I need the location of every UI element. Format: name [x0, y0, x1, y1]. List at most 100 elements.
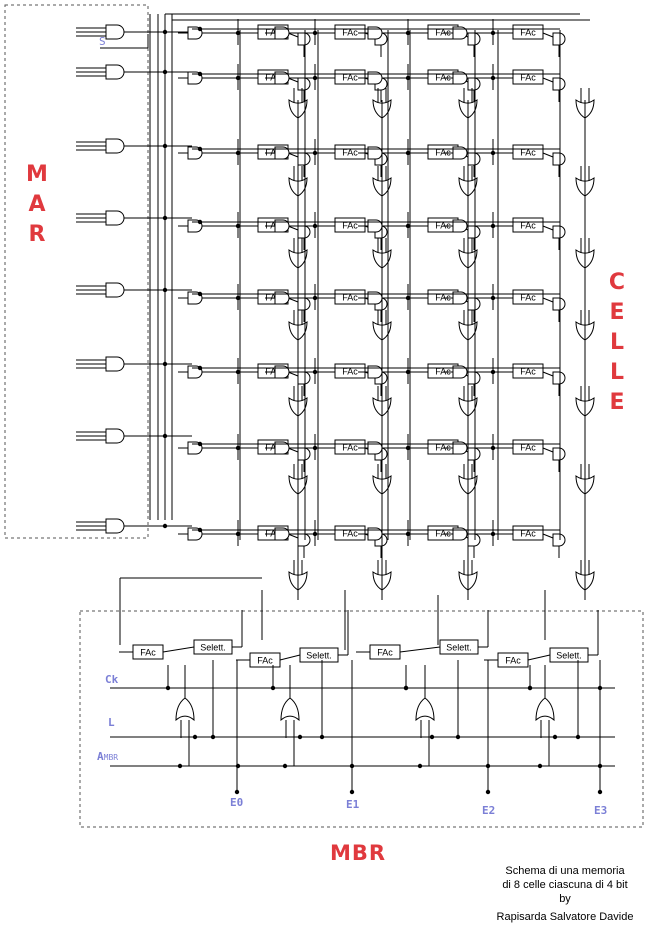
- cell-output-and-gate: [552, 371, 566, 385]
- cell-and-gate: [274, 219, 290, 233]
- cell-and-gate: [274, 365, 290, 379]
- cell-and-gate: [274, 26, 290, 40]
- junction-dot: [162, 361, 168, 367]
- cell-and-gate: [452, 365, 468, 379]
- junction-dot: [312, 531, 318, 537]
- junction-dot: [197, 146, 203, 152]
- junction-dot: [597, 763, 603, 769]
- mbr-label-text: MBR: [330, 841, 387, 865]
- junction-dot: [312, 75, 318, 81]
- junction-dot: [235, 531, 241, 537]
- mbr-fac-cell: FAc: [369, 644, 401, 660]
- cell-and-gate: [452, 291, 468, 305]
- junction-dot: [235, 763, 241, 769]
- cell-and-gate: [452, 441, 468, 455]
- mar-decoder-and-gate: [105, 24, 125, 40]
- fac-cell: FAc: [512, 363, 544, 379]
- e0-output-label: E0: [230, 796, 244, 809]
- mar-dashed-outline: [4, 4, 149, 539]
- fac-cell: FAc: [334, 24, 366, 40]
- cell-output-and-gate: [552, 77, 566, 91]
- mbr-selector-label: Selett.: [306, 651, 332, 661]
- junction-dot: [312, 369, 318, 375]
- fac-cell-label: FAc: [342, 293, 358, 303]
- junction-dot: [403, 685, 409, 691]
- cell-output-and-gate: [297, 32, 311, 46]
- junction-dot: [162, 69, 168, 75]
- wire: [287, 297, 299, 303]
- cell-and-gate: [274, 71, 290, 85]
- fac-cell-label: FAc: [342, 148, 358, 158]
- wire: [542, 371, 554, 377]
- junction-dot: [349, 763, 355, 769]
- wire: [542, 225, 554, 231]
- junction-dot: [490, 295, 496, 301]
- fac-cell: FAc: [334, 144, 366, 160]
- wire: [542, 77, 554, 83]
- fac-cell-label: FAc: [520, 529, 536, 539]
- junction-dot: [490, 75, 496, 81]
- mar-decoder-and-gate: [105, 138, 125, 154]
- wire: [527, 654, 551, 661]
- wire: [287, 447, 299, 453]
- cell-and-gate: [452, 71, 468, 85]
- junction-dot: [234, 789, 240, 795]
- cell-output-and-gate: [552, 152, 566, 166]
- junction-dot: [405, 445, 411, 451]
- fac-cell-label: FAc: [520, 367, 536, 377]
- fac-cell: FAc: [334, 69, 366, 85]
- junction-dot: [429, 734, 435, 740]
- junction-dot: [490, 445, 496, 451]
- cell-and-gate: [274, 291, 290, 305]
- junction-dot: [490, 223, 496, 229]
- junction-dot: [162, 433, 168, 439]
- junction-dot: [405, 531, 411, 537]
- wire: [542, 447, 554, 453]
- junction-dot: [312, 223, 318, 229]
- a-mbr-prefix: A: [97, 750, 104, 763]
- cell-output-and-gate: [467, 32, 481, 46]
- mbr-dashed-outline: [79, 610, 644, 828]
- junction-dot: [197, 365, 203, 371]
- fac-cell: FAc: [334, 439, 366, 455]
- junction-dot: [177, 763, 183, 769]
- caption-line-3: by: [559, 893, 571, 905]
- junction-dot: [312, 295, 318, 301]
- fac-cell-label: FAc: [520, 28, 536, 38]
- junction-dot: [405, 223, 411, 229]
- fac-cell: FAc: [334, 217, 366, 233]
- mbr-selector-label: Selett.: [446, 643, 472, 653]
- a-mbr-suffix: MBR: [103, 753, 119, 762]
- mbr-fac-cell: FAc: [132, 644, 164, 660]
- wire: [542, 297, 554, 303]
- mbr-or-gate: [535, 697, 555, 722]
- mbr-label: MBR: [330, 838, 386, 868]
- cell-output-and-gate: [297, 297, 311, 311]
- caption-block: Schema di una memoria di 8 celle ciascun…: [480, 864, 650, 924]
- fac-cell-label: FAc: [520, 148, 536, 158]
- fac-cell-label: FAc: [342, 367, 358, 377]
- mar-decoder-and-gate: [105, 282, 125, 298]
- fac-cell: FAc: [334, 363, 366, 379]
- junction-dot: [527, 685, 533, 691]
- cell-and-gate: [274, 527, 290, 541]
- junction-dot: [192, 734, 198, 740]
- junction-dot: [485, 789, 491, 795]
- junction-dot: [597, 685, 603, 691]
- cell-and-gate: [274, 441, 290, 455]
- fac-cell: FAc: [334, 289, 366, 305]
- junction-dot: [405, 295, 411, 301]
- mar-decoder-and-gate: [105, 64, 125, 80]
- cell-output-and-gate: [552, 533, 566, 547]
- mbr-selector: Selett.: [299, 647, 339, 663]
- mbr-fac-cell-label: FAc: [257, 656, 273, 666]
- junction-dot: [490, 150, 496, 156]
- cell-output-and-gate: [552, 447, 566, 461]
- mbr-selector: Selett.: [439, 639, 479, 655]
- junction-dot: [490, 531, 496, 537]
- fac-cell: FAc: [512, 289, 544, 305]
